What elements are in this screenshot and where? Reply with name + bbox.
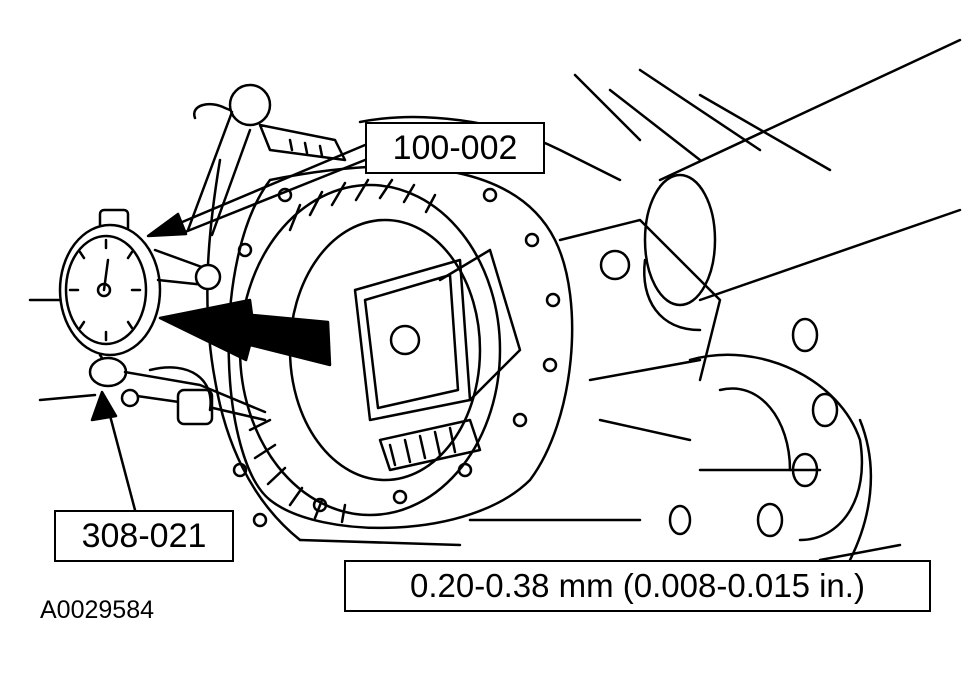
measurement-arrow	[158, 298, 332, 367]
backlash-specification: 0.20-0.38 mm (0.008-0.015 in.)	[344, 560, 931, 612]
tool-label-308-021-text: 308-021	[81, 516, 207, 555]
magnetic-base-icon	[186, 83, 347, 237]
axle-tube	[643, 38, 962, 332]
figure-id: A0029584	[40, 596, 155, 624]
tool-label-100-002-text: 100-002	[392, 128, 518, 167]
tool-label-308-021: 308-021	[54, 510, 234, 562]
dial-indicator-icon	[58, 208, 222, 372]
leader-arrows	[90, 143, 367, 512]
tool-label-100-002: 100-002	[365, 122, 545, 174]
differential-case	[353, 248, 522, 472]
axle-housing	[28, 68, 902, 562]
backlash-specification-text: 0.20-0.38 mm (0.008-0.015 in.)	[410, 567, 865, 604]
pinion-housing	[558, 218, 864, 542]
dial-holder-icon	[88, 356, 267, 426]
